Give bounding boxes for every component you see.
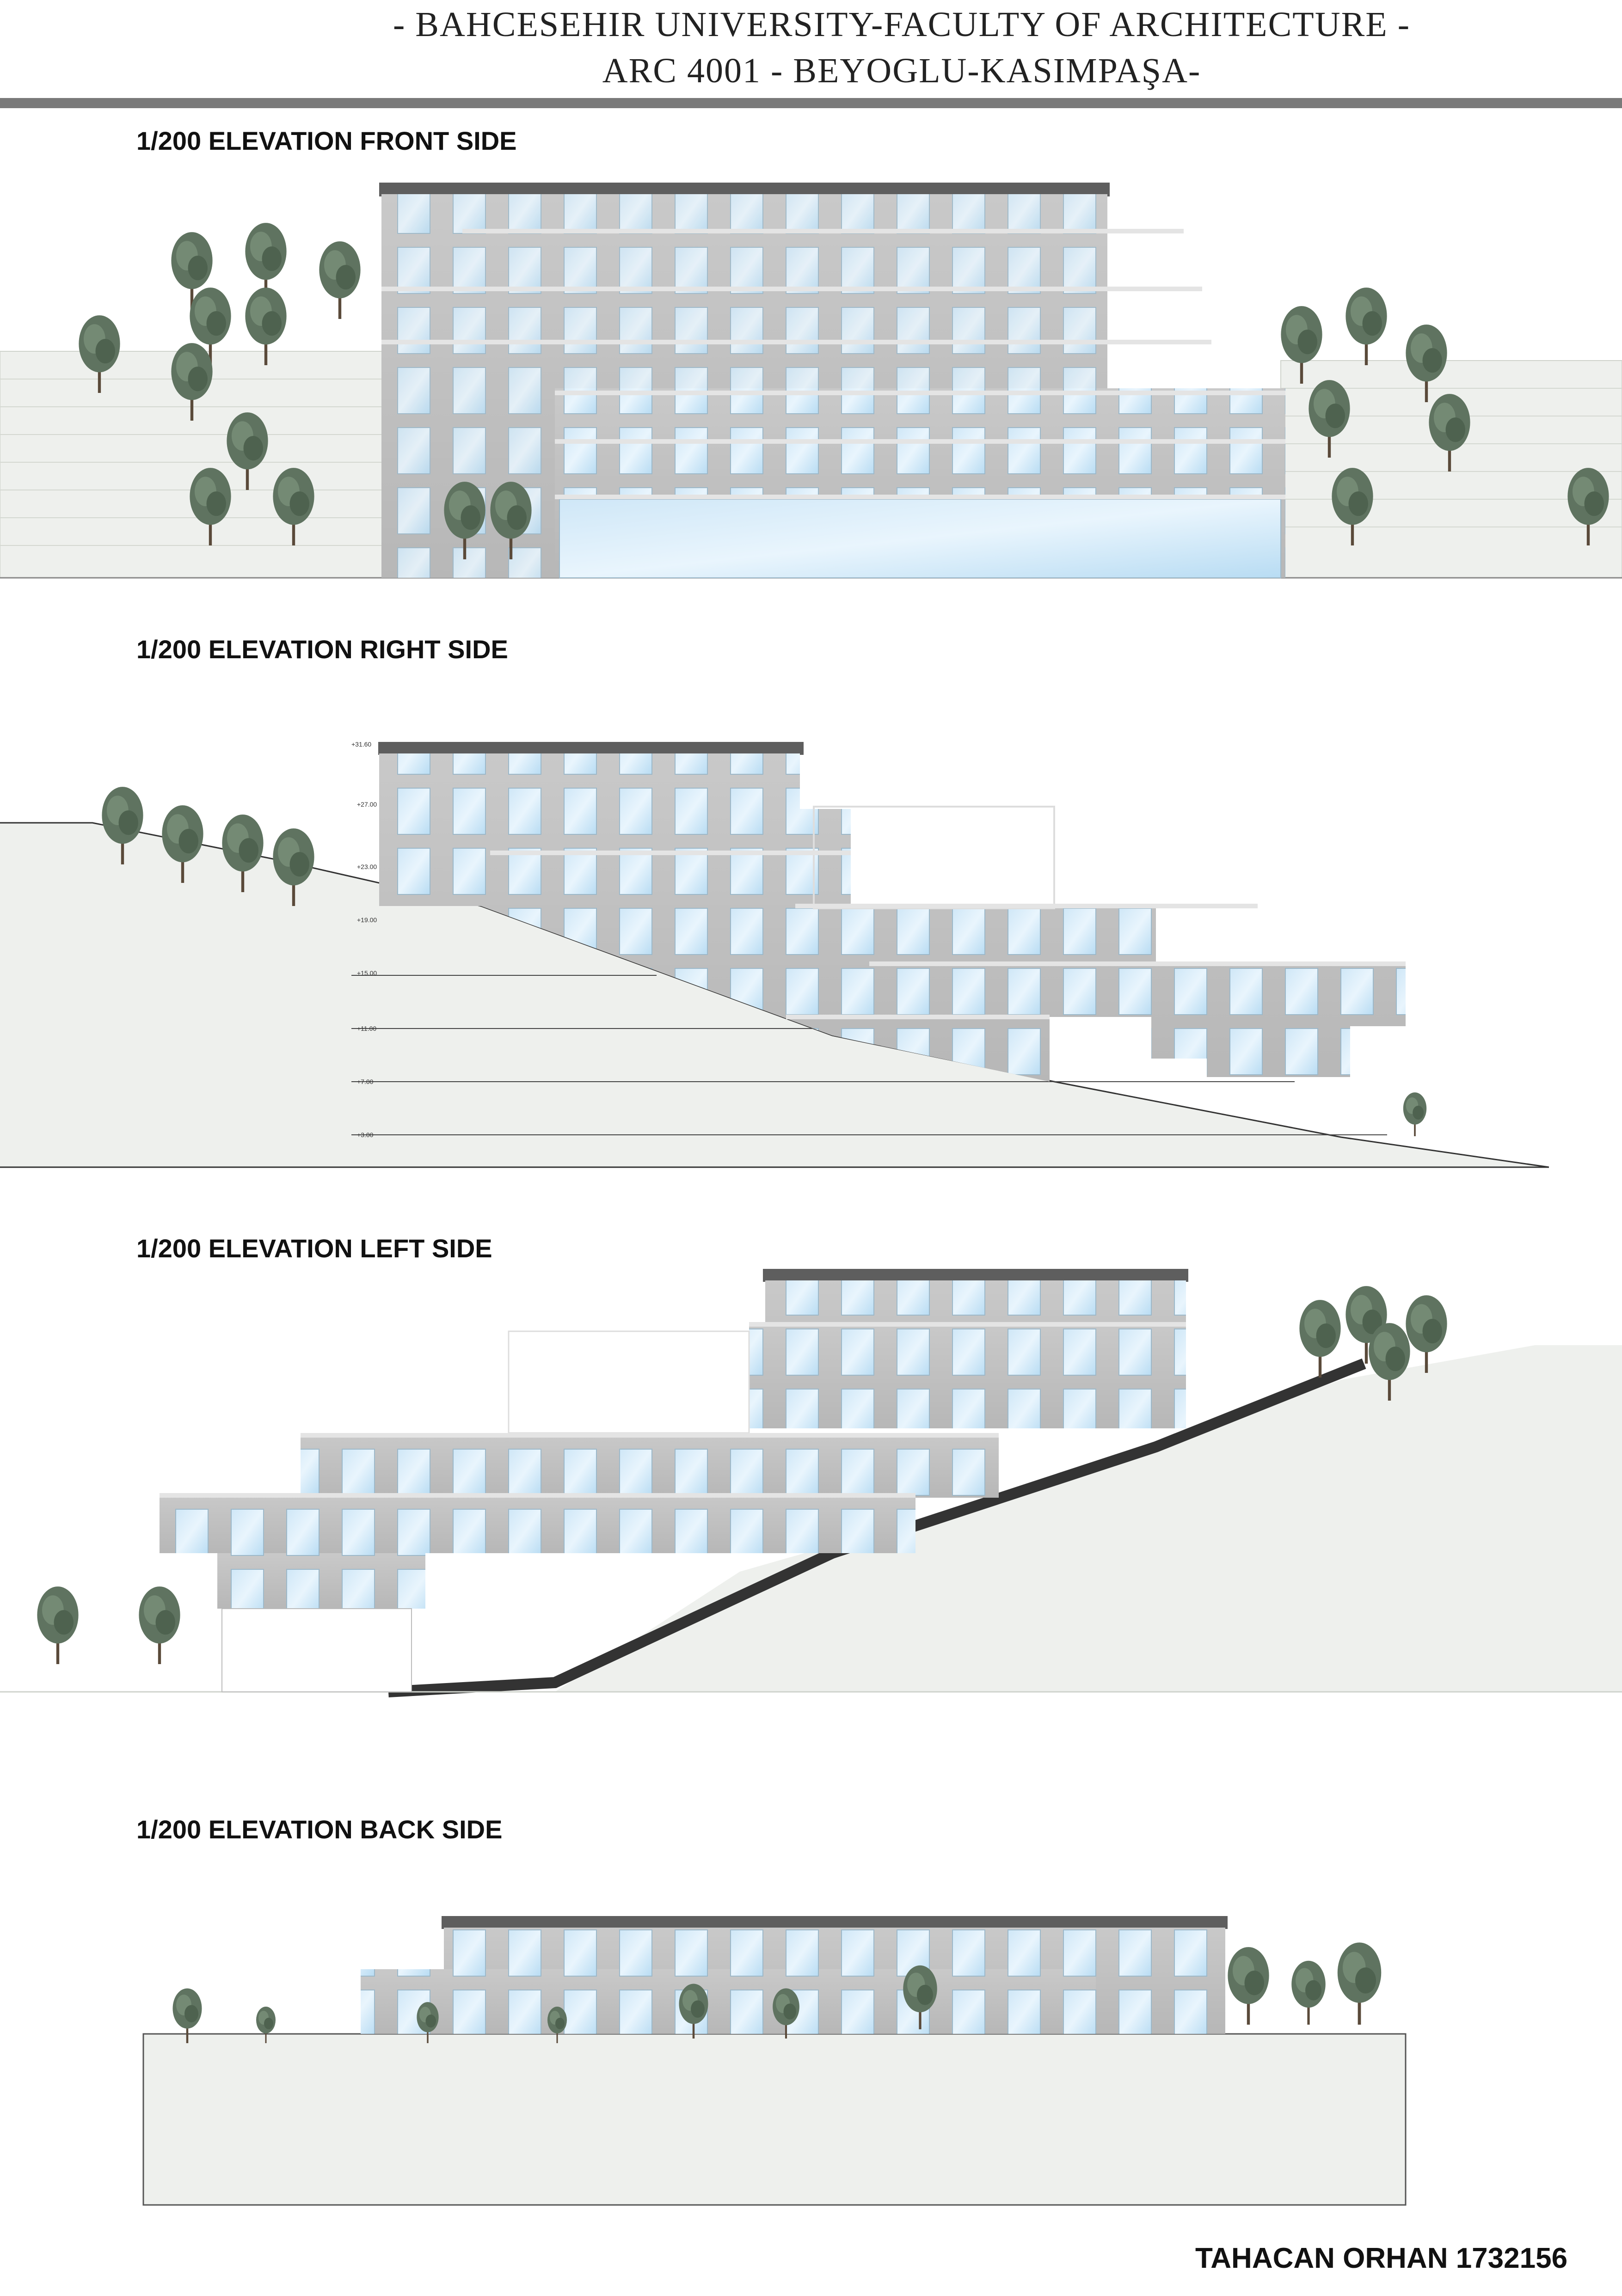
label-right-elevation: 1/200 ELEVATION RIGHT SIDE xyxy=(136,635,508,664)
level-3160: +31.60 xyxy=(351,741,371,748)
level-700: +7.00 xyxy=(357,1078,374,1085)
front-elevation xyxy=(0,183,1622,579)
level-1100: +11.00 xyxy=(357,1025,376,1032)
back-elevation xyxy=(142,1916,1407,2206)
label-left-elevation: 1/200 ELEVATION LEFT SIDE xyxy=(136,1234,492,1263)
level-markers: +31.60 +27.00 +23.00 +19.00 +15.00 +11.0… xyxy=(351,741,377,1139)
level-2300: +23.00 xyxy=(357,863,377,870)
level-1500: +15.00 xyxy=(357,969,377,977)
sheet-title-line1: - BAHCESEHIR UNIVERSITY-FACULTY OF ARCHI… xyxy=(393,5,1411,44)
left-elevation xyxy=(0,1269,1622,1697)
level-300: +3.00 xyxy=(357,1131,374,1139)
right-elevation: +31.60 +27.00 +23.00 +19.00 +15.00 +11.0… xyxy=(0,741,1549,1168)
header-bar xyxy=(0,98,1622,108)
label-front-elevation: 1/200 ELEVATION FRONT SIDE xyxy=(136,126,517,155)
author-name: TAHACAN ORHAN 1732156 xyxy=(1195,2242,1568,2274)
level-2700: +27.00 xyxy=(357,801,377,808)
sheet-title-line2: ARC 4001 - BEYOGLU-KASIMPAŞA- xyxy=(602,51,1201,90)
level-1900: +19.00 xyxy=(357,916,377,924)
label-back-elevation: 1/200 ELEVATION BACK SIDE xyxy=(136,1815,503,1844)
